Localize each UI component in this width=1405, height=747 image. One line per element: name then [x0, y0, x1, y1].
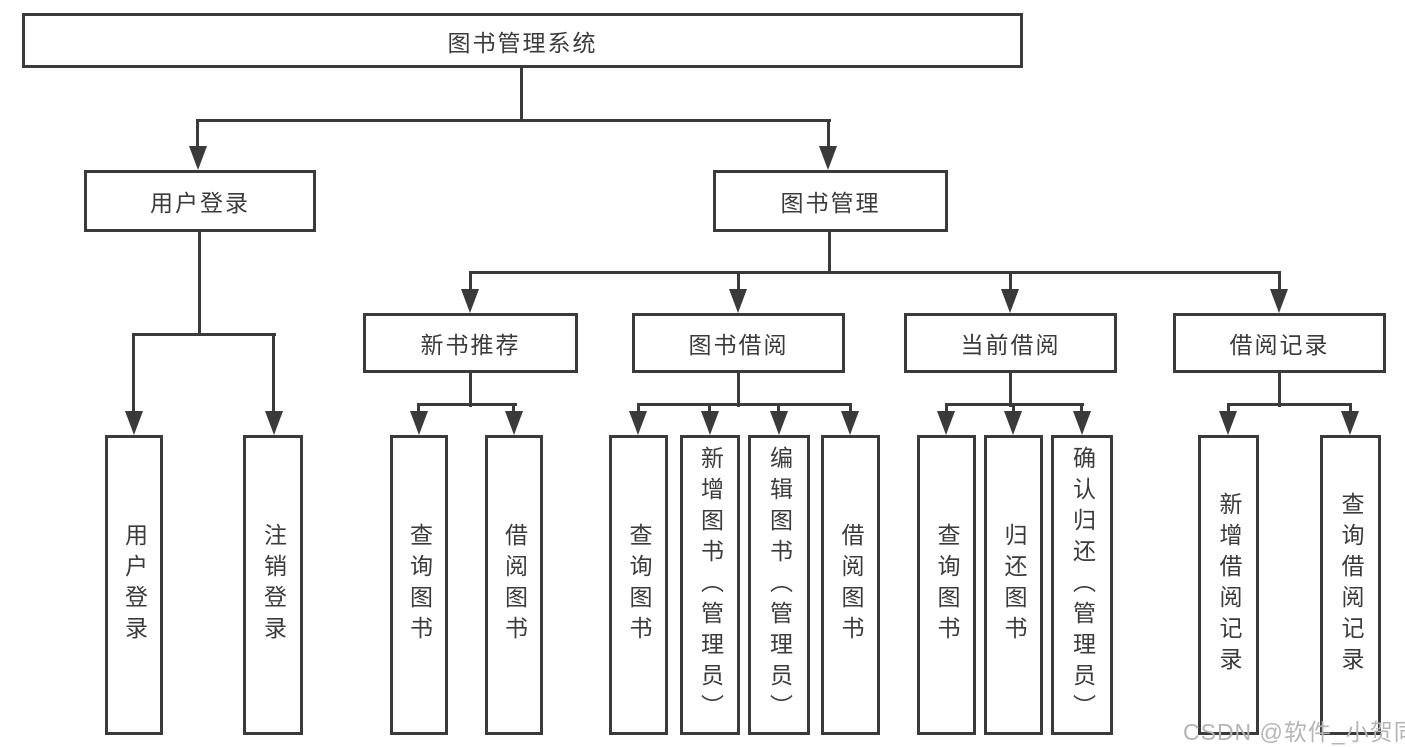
arrow-down-icon [505, 411, 523, 435]
arrow-down-icon [1219, 411, 1237, 435]
node-label: 借阅图书 [838, 523, 864, 647]
node-new-book-recommend: 新书推荐 [363, 313, 578, 373]
connector-line [198, 232, 201, 336]
connector-line [196, 119, 831, 122]
connector-line [417, 403, 420, 415]
node-edit-books-admin: 编辑图书（管理员） [748, 435, 810, 735]
node-label: 借阅图书 [501, 523, 528, 647]
node-label: 当前借阅 [960, 332, 1061, 358]
watermark-text: CSDN @软件_小贺同学 [1183, 719, 1405, 745]
connector-line [637, 403, 640, 415]
node-library-system: 图书管理系统 [22, 13, 1023, 68]
arrow-down-icon [189, 146, 207, 170]
node-label: 新增借阅记录 [1216, 492, 1242, 678]
connector-line [827, 119, 830, 149]
node-return-books: 归还图书 [984, 435, 1043, 735]
connector-line [1080, 403, 1083, 415]
arrow-down-icon [410, 411, 428, 435]
node-label: 查询图书 [406, 523, 433, 647]
node-borrow-books-recommend: 借阅图书 [485, 435, 543, 735]
node-confirm-return-admin: 确认归还（管理员） [1051, 435, 1113, 735]
node-query-books-recommend: 查询图书 [390, 435, 448, 735]
node-user-login: 用户登录 [105, 435, 163, 735]
connector-line [417, 403, 517, 406]
connector-line [132, 333, 276, 336]
connector-line [1012, 403, 1015, 415]
node-query-books-current: 查询图书 [917, 435, 976, 735]
node-borrow-books: 借阅图书 [821, 435, 880, 735]
connector-line [1009, 373, 1012, 407]
connector-line [777, 403, 780, 415]
connector-line [469, 271, 472, 293]
node-label: 查询借阅记录 [1338, 492, 1364, 678]
node-query-borrow-record: 查询借阅记录 [1320, 435, 1381, 735]
node-query-books-borrowing: 查询图书 [609, 435, 668, 735]
node-book-management: 图书管理 [713, 170, 948, 232]
connector-line [272, 333, 275, 415]
node-label: 注销登录 [260, 523, 287, 647]
node-current-borrowing: 当前借阅 [904, 313, 1117, 373]
connector-line [469, 373, 472, 407]
node-label: 用户登录 [150, 190, 250, 216]
connector-line [849, 403, 852, 415]
connector-line [1278, 373, 1281, 407]
node-label: 查询图书 [934, 523, 960, 647]
node-book-borrowing: 图书借阅 [632, 313, 845, 373]
arrow-down-icon [265, 411, 283, 435]
node-label: 确认归还（管理员） [1069, 445, 1096, 725]
node-borrow-records: 借阅记录 [1173, 313, 1386, 373]
arrow-down-icon [729, 289, 747, 313]
node-label: 图书管理系统 [447, 29, 598, 56]
node-add-borrow-record: 新增借阅记录 [1198, 435, 1259, 735]
arrow-down-icon [1001, 289, 1019, 313]
connector-line [196, 119, 199, 149]
connector-line [708, 403, 711, 415]
connector-line [828, 232, 831, 274]
connector-line [737, 373, 740, 407]
connector-line [1227, 403, 1230, 415]
node-label: 编辑图书（管理员） [766, 445, 793, 725]
connector-line [1227, 403, 1352, 406]
arrow-down-icon [1004, 411, 1022, 435]
arrow-down-icon [629, 411, 647, 435]
connector-line [520, 68, 523, 121]
connector-line [637, 403, 852, 406]
node-add-books-admin: 新增图书（管理员） [680, 435, 740, 735]
node-label: 查询图书 [626, 523, 652, 647]
arrow-down-icon [937, 411, 955, 435]
connector-line [1009, 271, 1012, 293]
arrow-down-icon [819, 146, 837, 170]
arrow-down-icon [1073, 411, 1091, 435]
connector-line [1349, 403, 1352, 415]
arrow-down-icon [125, 411, 143, 435]
arrow-down-icon [841, 411, 859, 435]
connector-line [1278, 271, 1281, 293]
connector-line [469, 271, 1281, 274]
node-label: 图书借阅 [688, 332, 789, 358]
node-label: 新书推荐 [420, 332, 521, 358]
arrow-down-icon [701, 411, 719, 435]
connector-line [132, 333, 135, 415]
node-user-login-group: 用户登录 [84, 170, 316, 232]
arrow-down-icon [461, 289, 479, 313]
node-logout: 注销登录 [243, 435, 303, 735]
node-label: 新增图书（管理员） [697, 445, 724, 725]
arrow-down-icon [1270, 289, 1288, 313]
node-label: 用户登录 [121, 523, 148, 647]
node-label: 借阅记录 [1229, 332, 1330, 358]
connector-line [945, 403, 948, 415]
arrow-down-icon [770, 411, 788, 435]
arrow-down-icon [1341, 411, 1359, 435]
node-label: 图书管理 [780, 190, 881, 216]
node-label: 归还图书 [1001, 523, 1027, 647]
connector-line [512, 403, 515, 415]
connector-line [737, 271, 740, 293]
